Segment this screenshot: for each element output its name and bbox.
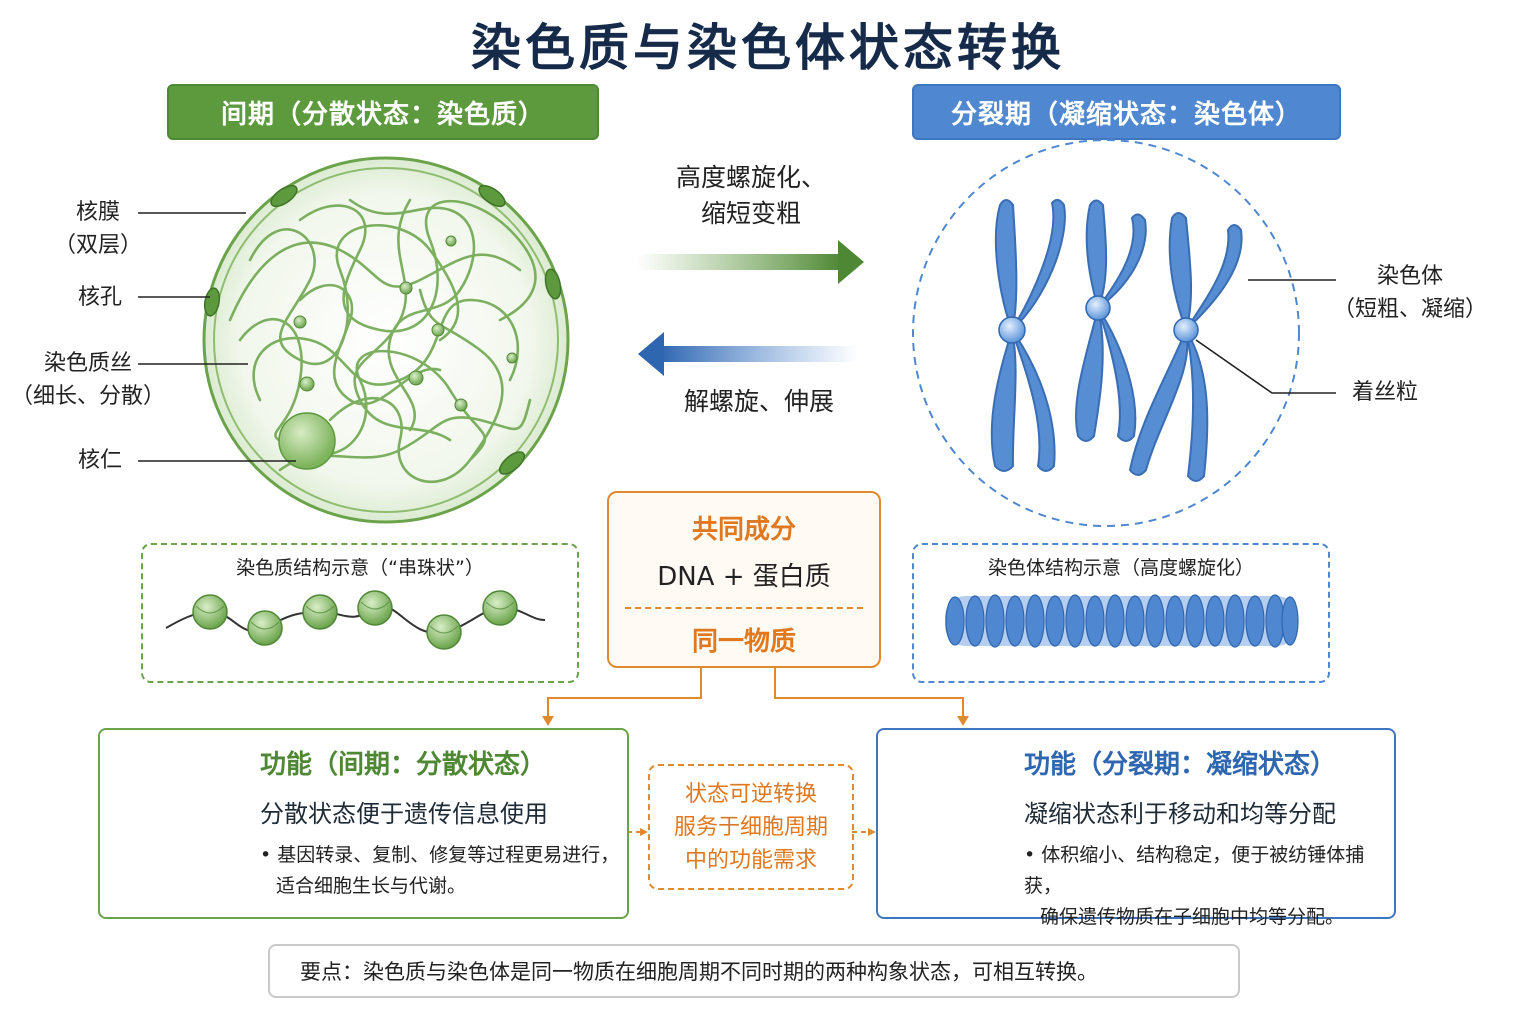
function-interphase-title: 功能（间期：分散状态） — [260, 750, 547, 780]
function-division-bullet-line1: • 体积缩小、结构稳定，便于被纺锤体捕获， — [1024, 844, 1365, 897]
function-division-title: 功能（分裂期：凝缩状态） — [1024, 750, 1337, 780]
interphase-banner: 间期（分散状态：染色质） — [167, 84, 599, 140]
function-interphase-bullet: • 基因转录、复制、修复等过程更易进行， 适合细胞生长与代谢。 — [260, 840, 619, 902]
chromatin-knots — [293, 235, 518, 412]
chromatin-structure-title: 染色质结构示意（“串珠状”） — [236, 557, 484, 579]
bead-string — [165, 590, 546, 650]
label-envelope-line2: （双层） — [53, 233, 142, 258]
chromatin-fibers — [228, 198, 537, 484]
label-pore: 核孔 — [77, 285, 122, 310]
left-leader-lines — [138, 212, 296, 462]
label-envelope: 核膜 （双层） — [50, 196, 146, 262]
function-division-bullet: • 体积缩小、结构稳定，便于被纺锤体捕获， 确保遗传物质在子细胞中均等分配。 — [1024, 840, 1394, 933]
arrow-backward-text: 解螺旋、伸展 — [683, 387, 834, 416]
label-chromosome-line2: （短粗、凝缩） — [1332, 297, 1487, 322]
function-division-box: 功能（分裂期：凝缩状态） 凝缩状态利于移动和均等分配 • 体积缩小、结构稳定，便… — [876, 728, 1396, 928]
function-interphase-subtitle: 分散状态便于遗传信息使用 — [260, 800, 548, 828]
centromere-3 — [1173, 317, 1199, 343]
nucleolus — [278, 412, 336, 470]
label-chromosome: 染色体 （短粗、凝缩） — [1330, 260, 1490, 326]
helix-chromosome — [945, 594, 1299, 648]
arrow-forward — [636, 240, 864, 284]
reversible-line2: 服务于细胞周期 — [673, 814, 828, 840]
function-interphase-bullet-line1: • 基因转录、复制、修复等过程更易进行， — [260, 844, 620, 866]
common-connectors — [547, 668, 964, 718]
common-divider — [625, 607, 863, 609]
right-leader-lines — [1195, 279, 1336, 394]
chromosome-structure-box: 染色体结构示意（高度螺旋化） — [912, 543, 1330, 683]
label-fiber-line1: 染色质丝 — [43, 351, 132, 376]
chromatin-structure-box: 染色质结构示意（“串珠状”） — [141, 543, 579, 683]
common-composition: DNA + 蛋白质 — [657, 562, 831, 592]
page-title: 染色质与染色体状态转换 — [471, 19, 1065, 77]
label-envelope-line1: 核膜 — [75, 200, 120, 225]
arrow-backward — [638, 332, 858, 376]
key-point-text: 要点：染色质与染色体是同一物质在细胞周期不同时期的两种构象状态，可相互转换。 — [300, 960, 1098, 984]
arrow-forward-text: 高度螺旋化、 缩短变粗 — [626, 160, 876, 232]
key-point-box: 要点：染色质与染色体是同一物质在细胞周期不同时期的两种构象状态，可相互转换。 — [268, 944, 1240, 998]
function-division-subtitle: 凝缩状态利于移动和均等分配 — [1024, 800, 1336, 828]
common-composition-box: 共同成分 DNA + 蛋白质 同一物质 — [607, 491, 881, 668]
centromere-2 — [1085, 295, 1111, 321]
arrow-forward-line2: 缩短变粗 — [700, 199, 801, 228]
chromosome-structure-title: 染色体结构示意（高度螺旋化） — [987, 557, 1254, 579]
reversible-line1: 状态可逆转换 — [684, 781, 817, 807]
label-fiber-line2: （细长、分散） — [10, 384, 165, 409]
chromosomes — [990, 199, 1243, 482]
function-interphase-box: 功能（间期：分散状态） 分散状态便于遗传信息使用 • 基因转录、复制、修复等过程… — [98, 728, 629, 919]
reversible-note-box: 状态可逆转换 服务于细胞周期 中的功能需求 — [648, 764, 854, 890]
function-interphase-bullet-line2: 适合细胞生长与代谢。 — [276, 875, 467, 897]
centromere-1 — [998, 316, 1026, 344]
division-banner: 分裂期（凝缩状态：染色体） — [912, 84, 1341, 140]
label-fiber: 染色质丝 （细长、分散） — [4, 347, 172, 413]
label-chromosome-line1: 染色体 — [1376, 264, 1443, 289]
common-same: 同一物质 — [691, 627, 796, 657]
nucleus-illustration — [202, 156, 570, 524]
reversible-line3: 中的功能需求 — [684, 847, 817, 873]
common-heading: 共同成分 — [691, 515, 796, 545]
function-division-bullet-line2: 确保遗传物质在子细胞中均等分配。 — [1040, 906, 1345, 928]
label-centromere: 着丝粒 — [1351, 380, 1418, 405]
label-nucleolus: 核仁 — [77, 448, 122, 473]
nuclear-pores — [203, 184, 562, 475]
arrow-forward-line1: 高度螺旋化、 — [675, 163, 826, 192]
